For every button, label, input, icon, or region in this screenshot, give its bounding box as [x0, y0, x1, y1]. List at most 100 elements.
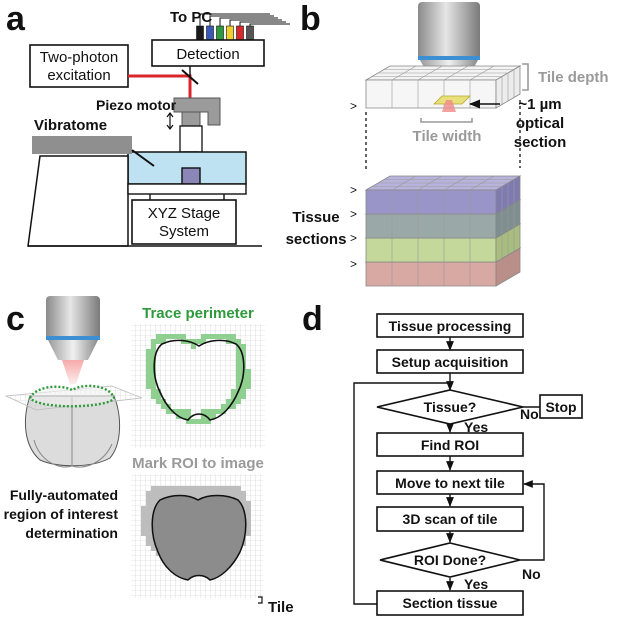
- laser-beam: [128, 74, 192, 98]
- perimeter-tile: [156, 334, 186, 339]
- step-scan-label: 3D scan of tile: [403, 511, 498, 527]
- to-pc-label: To PC: [170, 9, 212, 26]
- panel-b: b Tile depth ~1 µm optical section Tile …: [286, 0, 609, 287]
- perimeter-tile: [226, 339, 241, 344]
- perimeter-tile: [151, 339, 166, 344]
- perimeter-tile: [236, 354, 246, 359]
- tile-grid-block: [364, 65, 522, 109]
- vibratome-label: Vibratome: [34, 117, 107, 134]
- perimeter-tile: [146, 369, 156, 374]
- perimeter-tile: [201, 334, 236, 339]
- tissue-sections-line-1: Tissue: [292, 209, 339, 226]
- perimeter-tile: [191, 344, 196, 349]
- section-stack: [364, 175, 522, 287]
- perimeter-tile: [166, 409, 191, 414]
- roi-outline: [151, 494, 247, 581]
- perimeter-tile: [201, 414, 216, 419]
- panel-c-letter: c: [6, 300, 25, 338]
- perimeter-tile: [236, 364, 246, 369]
- step-stop-label: Stop: [545, 399, 576, 415]
- panel-c: c Fully-automated region of interest det…: [4, 296, 294, 616]
- caption-line-1: Fully-automated: [10, 487, 118, 503]
- stage-line-2: System: [159, 223, 209, 240]
- vibratome-blade: [131, 149, 155, 167]
- perimeter-tile: [236, 344, 246, 349]
- roi-tile: [151, 486, 241, 491]
- brain-body: [24, 395, 121, 467]
- tile-label: Tile: [268, 599, 294, 616]
- perimeter-tile: [156, 399, 166, 404]
- perimeter-tile: [221, 404, 236, 409]
- focal-beam: [442, 100, 456, 112]
- panel-d: d Tissue processing Setup acquisition Ti…: [302, 300, 583, 616]
- step-find-roi: [376, 432, 524, 457]
- stage-line-1: XYZ Stage: [148, 205, 221, 222]
- step-tissue-processing-label: Tissue processing: [389, 318, 512, 334]
- objective-band-c: [46, 336, 100, 340]
- vibratome-base: [27, 155, 129, 247]
- perimeter-tile: [146, 384, 156, 389]
- section-chevron-icon: >: [350, 207, 357, 221]
- brain-perimeter-green: [28, 384, 116, 408]
- perimeter-tile: [181, 339, 206, 344]
- tile-block: [364, 65, 522, 112]
- perimeter-tile: [146, 379, 156, 384]
- panel-b-letter: b: [300, 0, 321, 38]
- perimeter-tile: [146, 354, 156, 359]
- detector-channel: [196, 25, 204, 41]
- detector-channel: [236, 25, 244, 41]
- piezo-arrow-icon: [166, 112, 174, 130]
- detection-box: [151, 39, 265, 67]
- perimeter-tile: [146, 359, 156, 364]
- objective-nose-c: [48, 340, 98, 360]
- tissue-section-1: [364, 175, 522, 215]
- detector-channel: [206, 25, 214, 41]
- decision-roi-done: [379, 542, 521, 578]
- detection-label: Detection: [176, 46, 239, 63]
- perimeter-tile: [151, 389, 161, 394]
- perimeter-tile: [236, 359, 246, 364]
- stage-top: [127, 183, 247, 195]
- perimeter-tile: [161, 404, 171, 409]
- section-chevron-icon: >: [350, 99, 357, 113]
- tile-width-bracket: [420, 118, 473, 123]
- perimeter-tile: [186, 419, 211, 424]
- pc-cable: [249, 23, 290, 40]
- loop-no-2: [520, 480, 545, 561]
- section-chevron-icon: >: [350, 231, 357, 245]
- step-find-roi-label: Find ROI: [421, 437, 479, 453]
- decision-tissue-label: Tissue?: [424, 399, 477, 415]
- sample-block: [181, 167, 201, 185]
- perimeter-tile: [151, 344, 156, 349]
- step-section-tissue: [376, 590, 524, 616]
- perimeter-tile: [236, 379, 251, 384]
- perimeter-tile: [151, 394, 161, 399]
- piezo-label: Piezo motor: [96, 97, 177, 113]
- step-setup-acquisition: [376, 349, 524, 374]
- perimeter-tile: [201, 409, 226, 414]
- caption-line-2: region of interest: [4, 506, 119, 522]
- tile-depth-label: Tile depth: [538, 69, 609, 86]
- trace-outline: [153, 339, 245, 421]
- mark-roi-label: Mark ROI to image: [132, 455, 264, 472]
- detector-channel: [246, 25, 254, 41]
- optical-line-3: section: [514, 134, 567, 151]
- perimeter-tile: [146, 349, 156, 354]
- roi-tile: [146, 491, 246, 496]
- tissue-sections-line-2: sections: [286, 231, 347, 248]
- excitation-line-2: excitation: [47, 67, 110, 84]
- panel-d-letter: d: [302, 300, 323, 338]
- section-chevron-icon: >: [350, 257, 357, 271]
- objective-band-b: [418, 56, 480, 60]
- stage-box: [131, 199, 237, 245]
- optical-line-2: optical: [516, 115, 564, 132]
- caption-line-3: determination: [25, 525, 118, 541]
- decision-roi-done-label: ROI Done?: [414, 552, 486, 568]
- tile-scale-bracket: [258, 596, 263, 604]
- objective-body: [179, 125, 203, 153]
- detector-channel: [216, 25, 224, 41]
- optical-line-1: ~1 µm: [518, 96, 561, 113]
- decision-tissue: [376, 389, 524, 425]
- objective-mount: [181, 111, 201, 127]
